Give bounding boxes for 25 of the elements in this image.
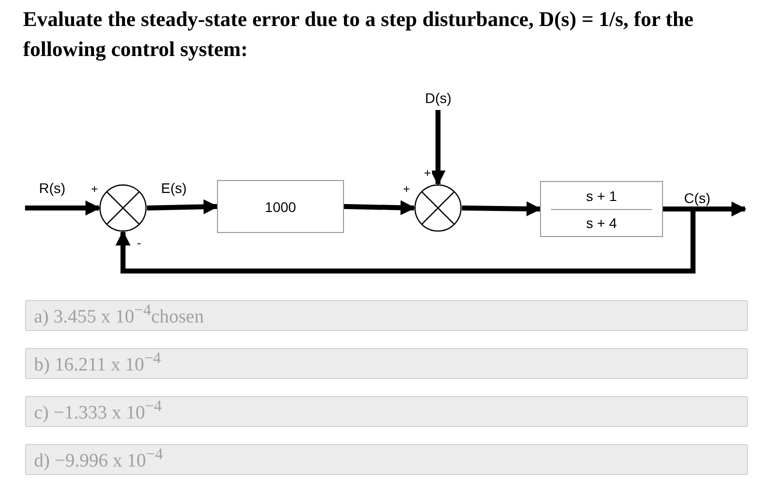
transfer-function-block <box>540 181 663 237</box>
gain-value: 1000 <box>264 198 296 214</box>
signal-label: C(s) <box>683 190 712 206</box>
option-text: d) −9.996 x 10$^{−4}$ <box>34 446 163 473</box>
answer-option <box>25 348 748 379</box>
denominator: s + 4 <box>586 214 617 230</box>
answer-option <box>25 396 748 427</box>
gain-block <box>217 180 344 233</box>
signal-label: E(s) <box>160 180 188 196</box>
signal-arrow <box>462 201 542 216</box>
option-text: b) 16.211 x 10$^{−4}$ <box>34 350 161 377</box>
signal-label: R(s) <box>38 180 66 196</box>
signal-label: D(s) <box>424 90 452 106</box>
option-text: a) 3.455 x 10$^{−4}$chosen <box>34 302 204 329</box>
answer-option <box>25 300 748 331</box>
summing-junction <box>99 184 147 232</box>
numerator: s + 1 <box>586 188 617 204</box>
option-text: c) −1.333 x 10$^{−4}$ <box>34 398 162 425</box>
summing-junction <box>414 184 462 232</box>
signal-arrow <box>344 200 416 216</box>
question-text: Evaluate the steady-state error due to a step disturbance, D(s) = 1/s, for the following control system: <box>23 6 694 63</box>
signal-arrow <box>430 110 446 186</box>
answer-option <box>25 444 748 475</box>
signal-arrow <box>146 199 218 214</box>
signal-arrow <box>25 200 100 216</box>
